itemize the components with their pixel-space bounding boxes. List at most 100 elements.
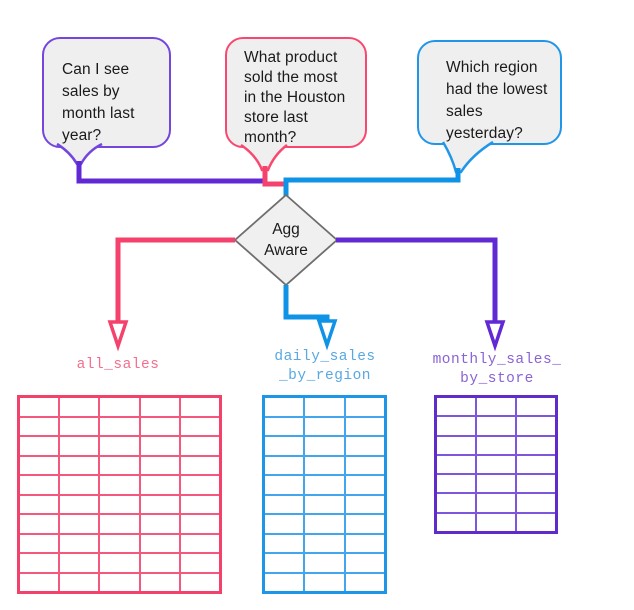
table-cell (180, 495, 219, 513)
table-cell (60, 495, 99, 513)
table-cell (305, 515, 344, 533)
table-cell (345, 515, 384, 533)
table-cell (477, 494, 515, 512)
table-cell (477, 398, 515, 416)
table-cell (305, 476, 344, 494)
table-cell (20, 476, 59, 494)
table-cell (477, 513, 515, 531)
table-all-sales (17, 395, 222, 594)
connector-pink-out (115, 237, 235, 322)
table-cell (305, 554, 344, 572)
table-cell (100, 573, 139, 591)
table-cell (20, 554, 59, 572)
table-cell (437, 513, 475, 531)
table-cell (437, 398, 475, 416)
table-cell (345, 495, 384, 513)
table-cell (180, 456, 219, 474)
table-cell (140, 437, 179, 455)
table-cell (517, 417, 555, 435)
table-cell (265, 534, 304, 552)
table-cell (305, 573, 344, 591)
speech-bubble-lowest-region: Which region had the lowest sales yester… (417, 40, 562, 145)
table-cell (180, 515, 219, 533)
table-cell (265, 515, 304, 533)
table-cell (517, 494, 555, 512)
table-cell (60, 398, 99, 416)
table-cell (305, 456, 344, 474)
table-label-all-sales: all_sales (76, 357, 160, 373)
table-cell (60, 417, 99, 435)
table-cell (20, 437, 59, 455)
table-cell (20, 534, 59, 552)
table-cell (477, 417, 515, 435)
table-cell (305, 534, 344, 552)
bubble-tail-pink (240, 143, 288, 172)
table-cell (60, 437, 99, 455)
table-cell (100, 515, 139, 533)
table-cell (60, 534, 99, 552)
arrowhead-pink (107, 320, 129, 352)
arrowhead-blue (316, 319, 338, 351)
connector-blue-out (283, 285, 330, 321)
table-cell (345, 456, 384, 474)
table-cell (60, 573, 99, 591)
table-cell (265, 456, 304, 474)
table-cell (345, 573, 384, 591)
table-cell (140, 398, 179, 416)
table-cell (517, 398, 555, 416)
table-cell (20, 573, 59, 591)
table-cell (140, 476, 179, 494)
table-cell (100, 456, 139, 474)
table-cell (437, 475, 475, 493)
table-cell (265, 573, 304, 591)
table-cell (345, 554, 384, 572)
table-cell (100, 417, 139, 435)
table-cell (437, 455, 475, 474)
table-cell (265, 417, 304, 435)
table-cell (20, 456, 59, 474)
table-cell (180, 417, 219, 435)
table-cell (100, 495, 139, 513)
table-cell (345, 476, 384, 494)
table-cell (517, 455, 555, 474)
table-cell (60, 515, 99, 533)
table-cell (20, 417, 59, 435)
table-label-daily-sales-by-region: daily_sales _by_region (274, 349, 376, 384)
table-cell (265, 495, 304, 513)
table-cell (305, 437, 344, 455)
bubble-tail-blue (441, 140, 494, 174)
table-cell (20, 495, 59, 513)
table-cell (265, 437, 304, 455)
table-cell (517, 436, 555, 454)
table-cell (100, 476, 139, 494)
table-cell (517, 475, 555, 493)
table-cell (265, 398, 304, 416)
table-cell (345, 534, 384, 552)
table-label-monthly-sales-by-store: monthly_sales_ by_store (432, 352, 562, 387)
connector-purple-in (76, 161, 267, 184)
table-cell (517, 513, 555, 531)
table-cell (477, 475, 515, 493)
table-cell (180, 398, 219, 416)
table-cell (100, 534, 139, 552)
table-cell (437, 436, 475, 454)
speech-bubble-top-product-houston: What product sold the most in the Housto… (225, 37, 367, 148)
table-cell (180, 437, 219, 455)
table-cell (140, 495, 179, 513)
table-cell (140, 573, 179, 591)
decision-label: Agg Aware (264, 221, 308, 259)
table-cell (265, 554, 304, 572)
table-cell (140, 534, 179, 552)
table-cell (100, 437, 139, 455)
table-monthly-sales-by-store (434, 395, 558, 534)
table-cell (477, 436, 515, 454)
table-cell (345, 417, 384, 435)
arrowhead-purple (484, 320, 506, 352)
table-cell (305, 417, 344, 435)
speech-bubble-text: What product sold the most in the Housto… (244, 49, 346, 146)
table-cell (140, 456, 179, 474)
connector-blue-in (283, 168, 461, 196)
table-cell (477, 455, 515, 474)
connector-pink-in (262, 166, 286, 187)
